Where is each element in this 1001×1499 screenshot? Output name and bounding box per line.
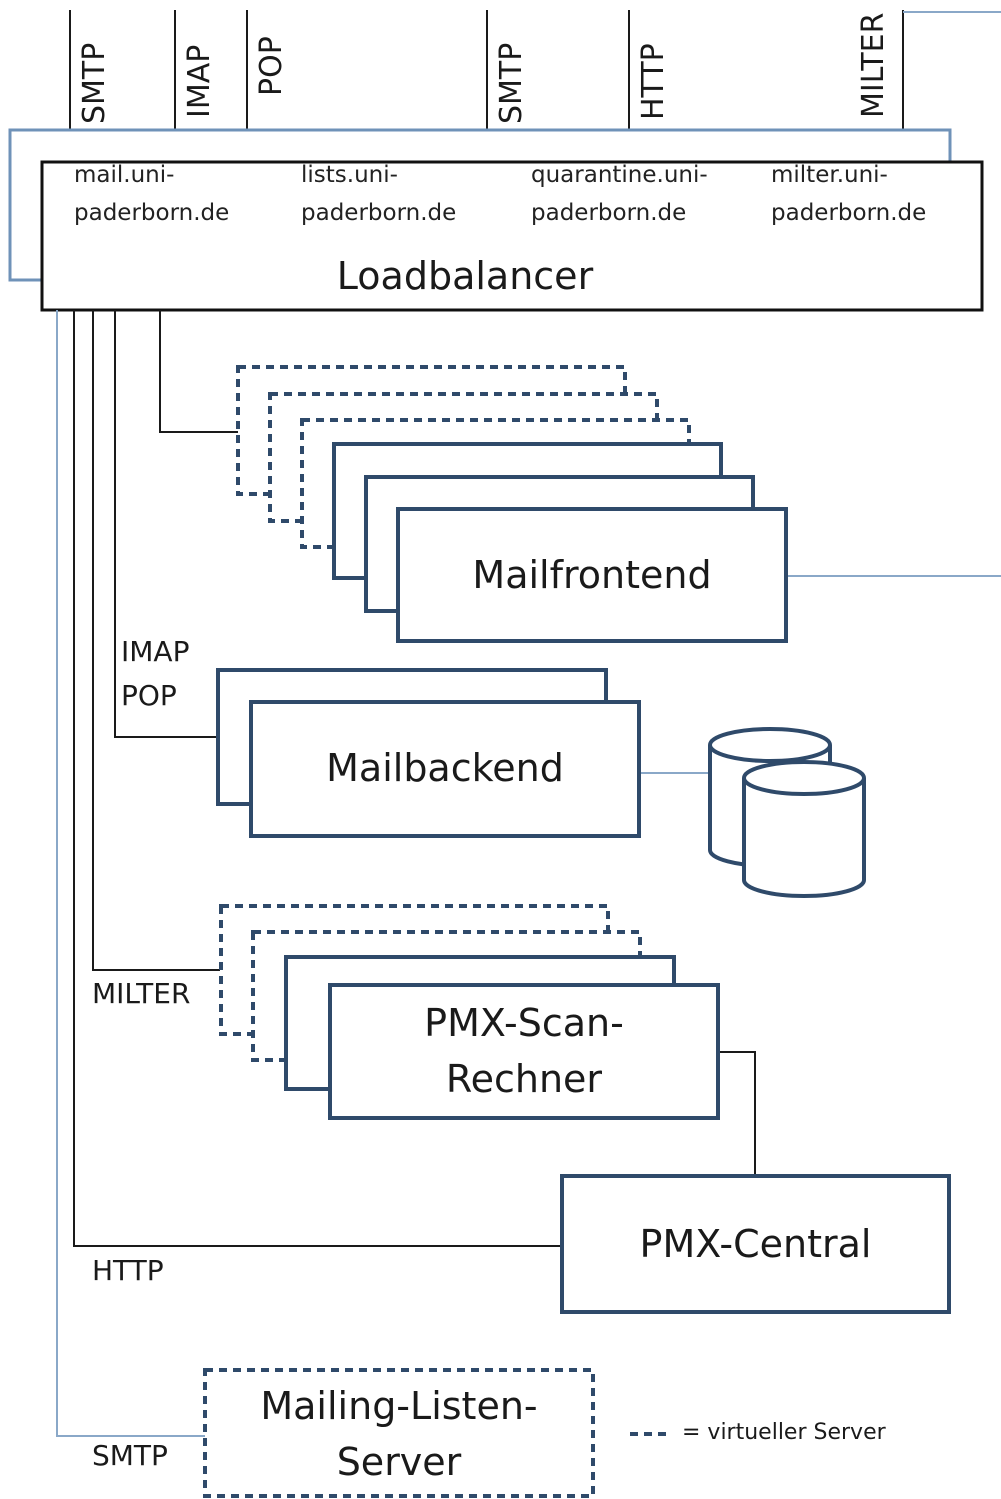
protocol-label-pop: POP bbox=[254, 36, 289, 96]
mailing-list-line2: Server bbox=[336, 1440, 462, 1484]
legend-text: = virtueller Server bbox=[682, 1420, 886, 1445]
host-lists-line2: paderborn.de bbox=[301, 200, 457, 226]
loadbalancer-label: Loadbalancer bbox=[336, 254, 594, 298]
mailfrontend-label: Mailfrontend bbox=[472, 553, 712, 597]
protocol-label-smtp-1: SMTP bbox=[77, 42, 112, 124]
mailbackend-label: Mailbackend bbox=[326, 746, 564, 790]
pmx-scan-line2: Rechner bbox=[445, 1057, 603, 1101]
pmx-scan-label: PMX-Scan- Rechner bbox=[330, 995, 718, 1107]
protocol-label-smtp-2: SMTP bbox=[494, 42, 529, 124]
side-label-imap: IMAP bbox=[121, 635, 190, 668]
side-label-http: HTTP bbox=[92, 1254, 164, 1287]
host-quarantine: quarantine.uni- paderborn.de bbox=[531, 156, 708, 232]
side-label-milter: MILTER bbox=[92, 977, 191, 1010]
host-quarantine-line2: paderborn.de bbox=[531, 200, 687, 226]
side-label-imap-pop: IMAP POP bbox=[121, 630, 189, 718]
pmx-scan-stack bbox=[219, 904, 720, 1120]
connector-lines bbox=[73, 310, 756, 1247]
smtp-list-line bbox=[56, 310, 205, 1437]
host-milter: milter.uni- paderborn.de bbox=[771, 156, 926, 232]
mailbackend-stack bbox=[216, 668, 641, 838]
mailing-list-box bbox=[203, 1368, 595, 1498]
protocol-label-milter: MILTER bbox=[856, 12, 891, 118]
pmx-scan-box bbox=[328, 983, 720, 1120]
host-lists-line1: lists.uni- bbox=[301, 162, 398, 188]
mailing-list-line1: Mailing-Listen- bbox=[260, 1384, 538, 1428]
host-quarantine-line1: quarantine.uni- bbox=[531, 162, 708, 188]
host-milter-line1: milter.uni- bbox=[771, 162, 888, 188]
protocol-label-http: HTTP bbox=[636, 43, 671, 120]
host-mail: mail.uni- paderborn.de bbox=[74, 156, 229, 232]
loadbalancer-box bbox=[40, 160, 984, 312]
mailing-list-label: Mailing-Listen- Server bbox=[205, 1378, 593, 1490]
host-milter-line2: paderborn.de bbox=[771, 200, 927, 226]
pmx-scan-line1: PMX-Scan- bbox=[424, 1001, 624, 1045]
database-icon bbox=[708, 727, 866, 898]
outer-frame bbox=[8, 128, 952, 282]
side-label-pop: POP bbox=[121, 679, 177, 712]
pmx-central-label: PMX-Central bbox=[639, 1222, 872, 1266]
mailbackend-box bbox=[249, 700, 641, 838]
mailfrontend-box bbox=[396, 507, 788, 643]
protocol-lines bbox=[69, 10, 904, 130]
host-mail-line1: mail.uni- bbox=[74, 162, 175, 188]
mailfrontend-stack bbox=[236, 365, 788, 643]
side-label-smtp: SMTP bbox=[92, 1439, 168, 1472]
pmx-central-box bbox=[560, 1174, 951, 1314]
protocol-label-imap: IMAP bbox=[182, 44, 217, 118]
host-mail-line2: paderborn.de bbox=[74, 200, 230, 226]
host-lists: lists.uni- paderborn.de bbox=[301, 156, 456, 232]
